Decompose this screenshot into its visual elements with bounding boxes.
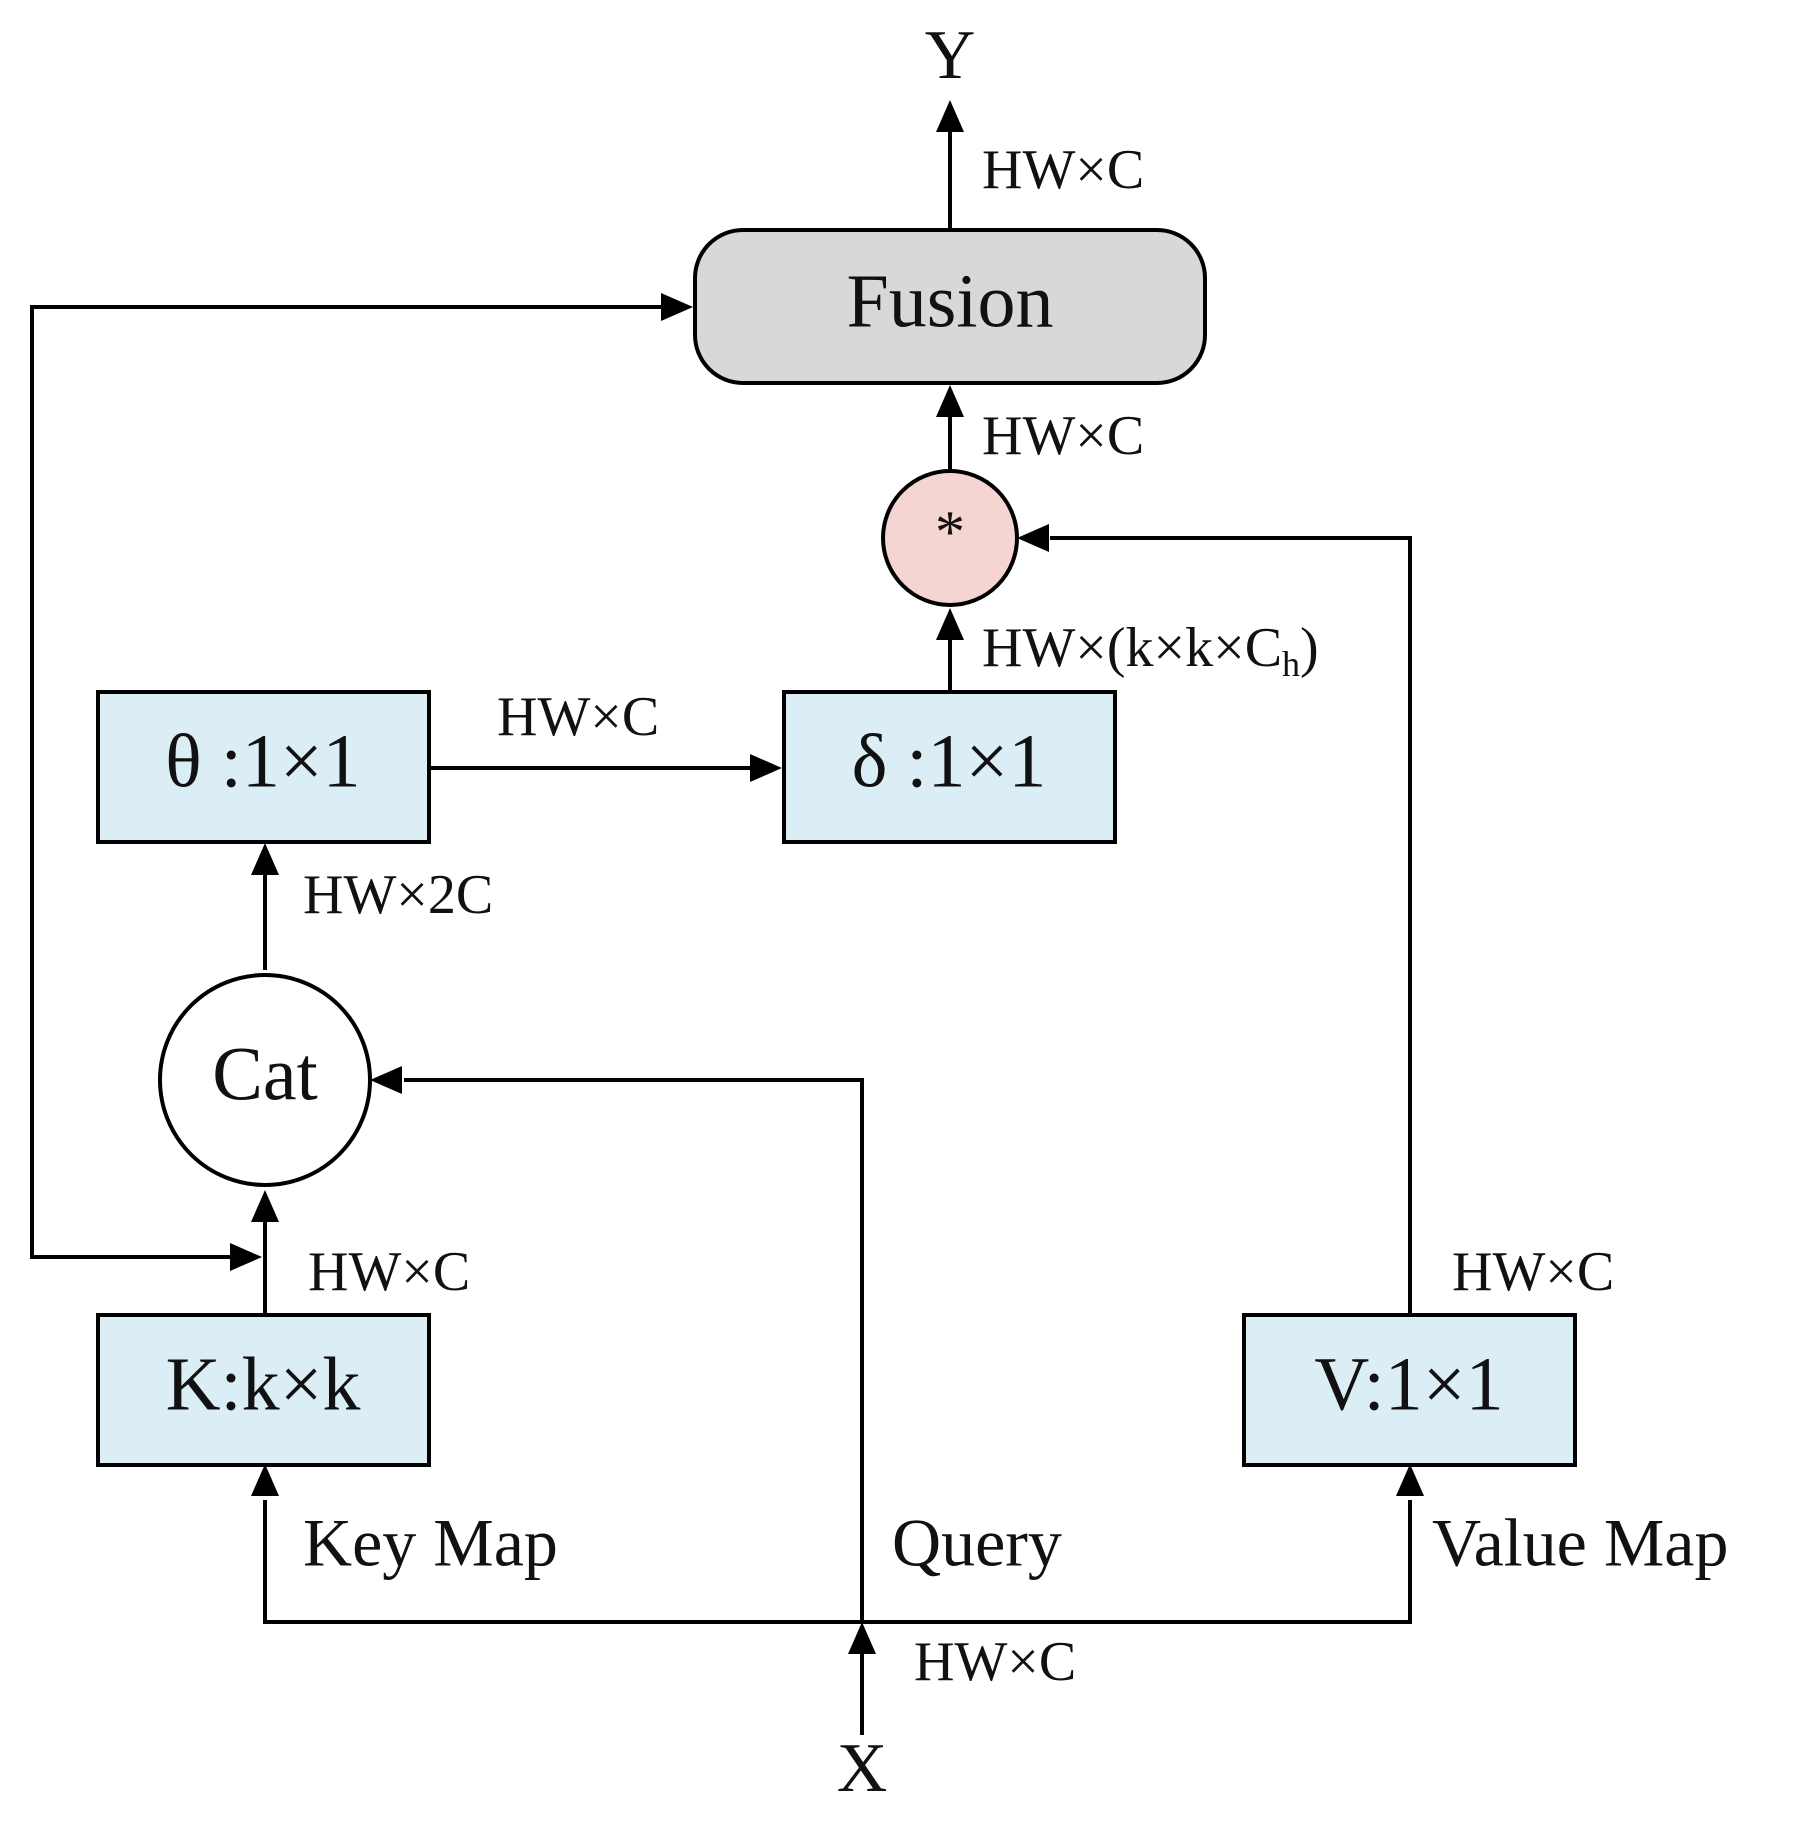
value-out-dim: HW×C <box>1452 1241 1614 1303</box>
value-box <box>1242 1313 1577 1467</box>
key-out-dim: HW×C <box>308 1241 470 1303</box>
delta-out-dim-main: HW×(k×k×C <box>982 617 1282 679</box>
cat-bottom-arrowhead <box>251 1190 279 1222</box>
input-label: X <box>837 1730 888 1807</box>
delta-label: δ :1×1 <box>852 719 1047 803</box>
multiply-bottom-arrowhead <box>936 608 964 640</box>
connectors <box>30 100 1424 1735</box>
output-arrowhead <box>936 100 964 132</box>
fusion-out-dim: HW×C <box>982 139 1144 201</box>
theta-out-dim: HW×C <box>497 686 659 748</box>
value-node: V:1×1 <box>1242 1313 1577 1467</box>
input-dim: HW×C <box>914 1631 1076 1693</box>
multiply-node: * <box>881 469 1019 607</box>
output-label: Y <box>925 17 976 94</box>
multiply-symbol: * <box>935 499 965 565</box>
delta-out-dim: HW×(k×k×Ch) <box>982 617 1319 684</box>
cat-out-dim: HW×2C <box>303 864 493 926</box>
concat-node: Cat <box>158 973 372 1187</box>
value-bottom-arrowhead <box>1396 1464 1424 1496</box>
concat-label: Cat <box>212 1032 318 1116</box>
value-label: V:1×1 <box>1314 1342 1503 1426</box>
theta-box <box>96 690 431 844</box>
theta-node: θ :1×1 <box>96 690 431 844</box>
key-box <box>96 1313 431 1467</box>
cat-right-arrowhead <box>370 1066 402 1094</box>
key-line-arrowhead <box>230 1243 262 1271</box>
delta-out-dim-close: ) <box>1300 617 1319 679</box>
fusion-label: Fusion <box>847 259 1054 343</box>
value-to-multiply-line <box>1050 536 1412 1315</box>
fusion-node: Fusion <box>693 228 1207 385</box>
fusion-left-arrowhead <box>661 293 693 321</box>
query-to-cat-line <box>404 1078 864 1622</box>
fusion-bottom-arrowhead <box>936 385 964 417</box>
multiply-right-arrowhead <box>1017 524 1049 552</box>
query-label: Query <box>892 1505 1062 1581</box>
delta-node: δ :1×1 <box>782 690 1117 844</box>
input-split-line <box>263 1500 1412 1624</box>
key-map-label: Key Map <box>303 1505 558 1581</box>
multiply-circle <box>881 469 1019 607</box>
concat-circle <box>158 973 372 1187</box>
input-arrowhead <box>848 1622 876 1654</box>
theta-bottom-arrowhead <box>251 843 279 875</box>
delta-box <box>782 690 1117 844</box>
theta-label: θ :1×1 <box>165 719 360 803</box>
key-label: K:k×k <box>166 1342 361 1426</box>
key-node: K:k×k <box>96 1313 431 1467</box>
delta-out-dim-sub: h <box>1282 644 1300 684</box>
value-map-label: Value Map <box>1432 1505 1728 1581</box>
multiply-out-dim: HW×C <box>982 405 1144 467</box>
key-bottom-arrowhead <box>251 1464 279 1496</box>
delta-left-arrowhead <box>750 754 782 782</box>
fusion-box <box>693 228 1207 385</box>
